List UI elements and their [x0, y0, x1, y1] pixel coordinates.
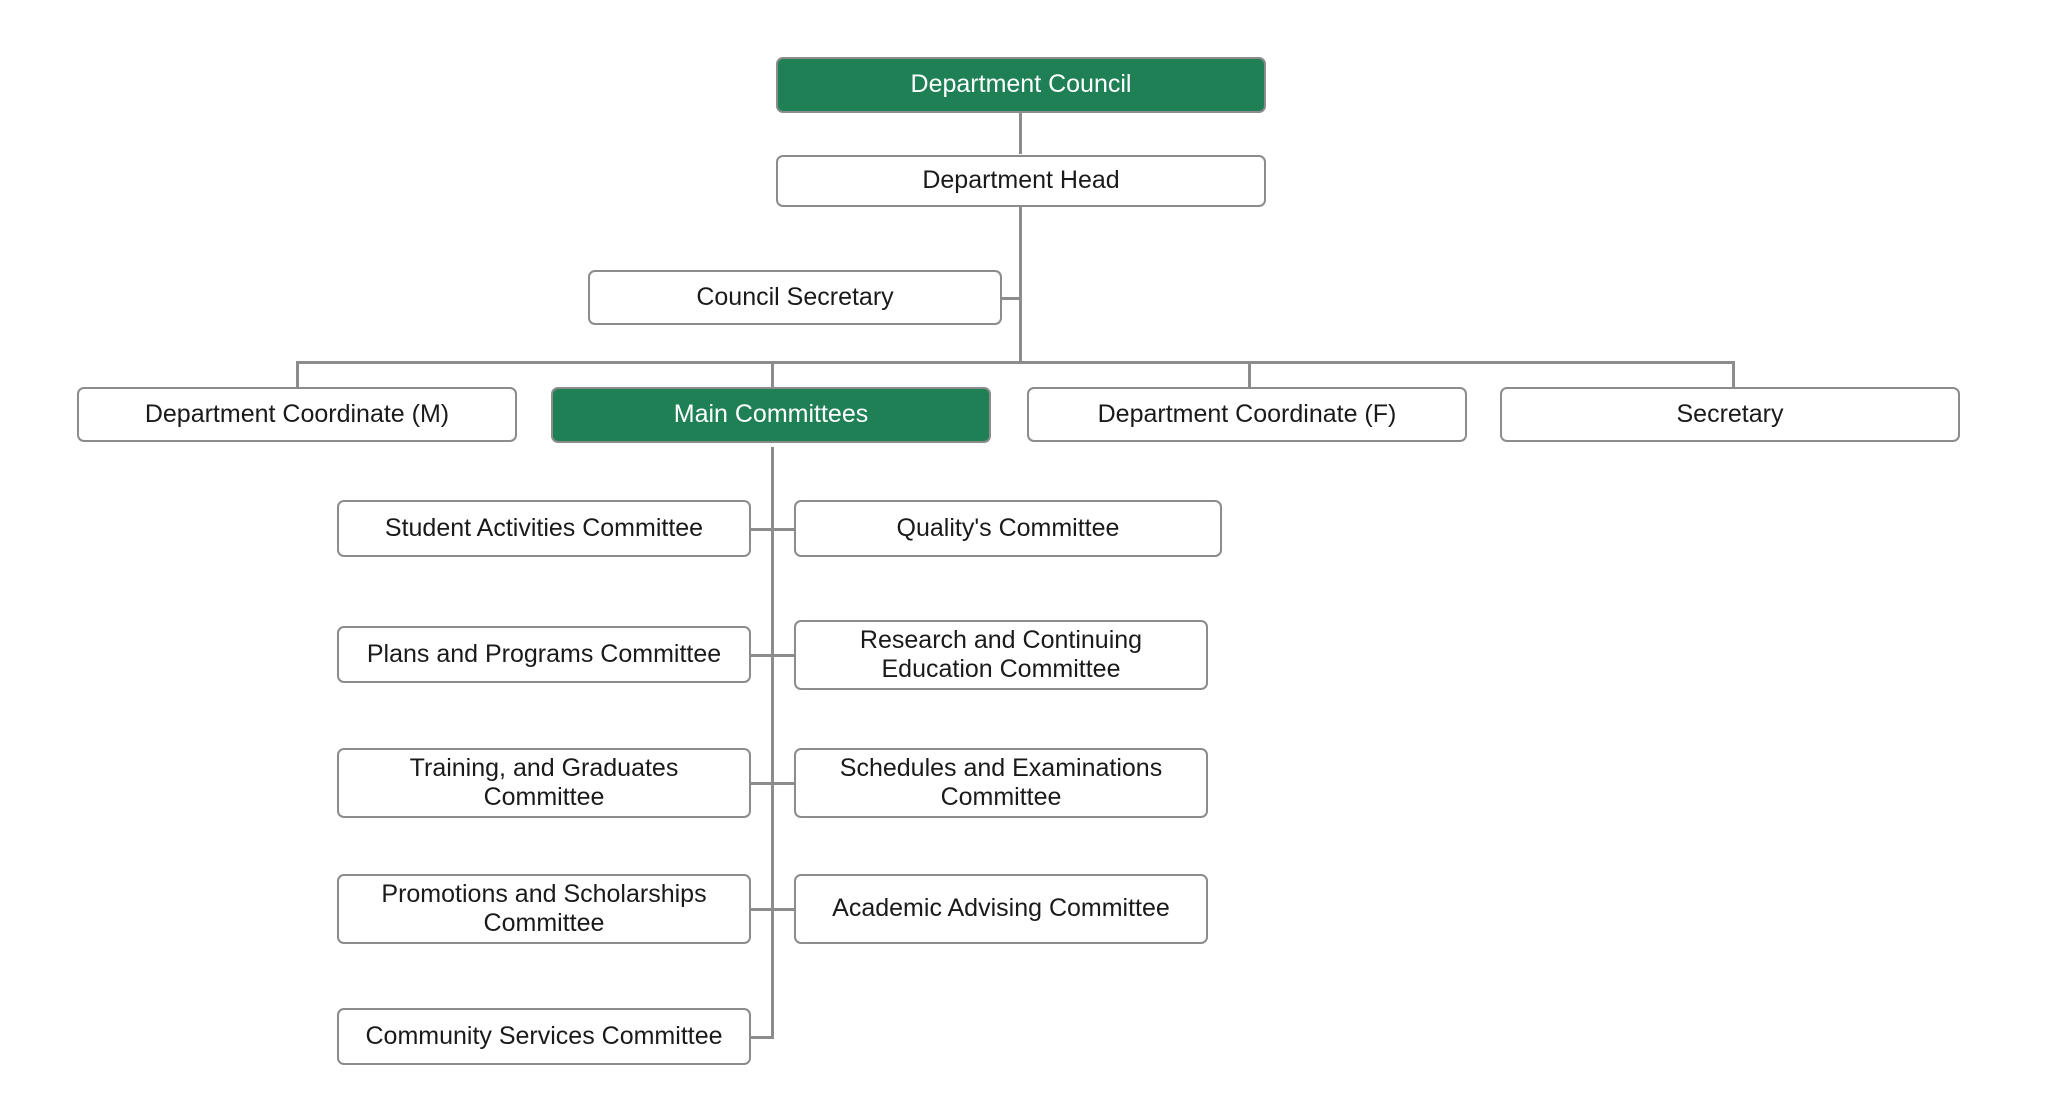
node-community-services-committee[interactable]: Community Services Committee — [337, 1008, 751, 1065]
node-department-council[interactable]: Department Council — [776, 57, 1266, 113]
connector-drop-secretary — [1732, 361, 1735, 387]
node-main-committees[interactable]: Main Committees — [551, 387, 991, 443]
node-department-coordinate-m[interactable]: Department Coordinate (M) — [77, 387, 517, 442]
connector-stub-left-row3 — [750, 782, 774, 785]
node-council-secretary[interactable]: Council Secretary — [588, 270, 1002, 325]
connector-stub-left-row1 — [750, 528, 774, 531]
node-label: Secretary — [1676, 399, 1784, 428]
connector-stub-left-row2 — [750, 654, 774, 657]
node-label: Plans and Programs Committee — [366, 639, 722, 668]
node-academic-advising-committee[interactable]: Academic Advising Committee — [794, 874, 1208, 944]
node-label: Council Secretary — [696, 282, 894, 311]
connector-stub-right-row3 — [771, 782, 795, 785]
node-label: Promotions and Scholarships Committee — [381, 879, 707, 938]
node-label: Department Coordinate (M) — [144, 399, 450, 428]
connector-secretary-stub — [1002, 297, 1022, 300]
node-label: Student Activities Committee — [384, 513, 704, 542]
node-label: Research and Continuing Education Commit… — [859, 625, 1143, 684]
node-qualitys-committee[interactable]: Quality's Committee — [794, 500, 1222, 557]
node-label: Community Services Committee — [365, 1021, 723, 1050]
node-label: Department Council — [910, 70, 1132, 99]
connector-stub-right-row4 — [771, 908, 795, 911]
node-training-and-graduates-committee[interactable]: Training, and Graduates Committee — [337, 748, 751, 818]
connector-stub-right-row1 — [771, 528, 795, 531]
node-schedules-and-examinations-committee[interactable]: Schedules and Examinations Committee — [794, 748, 1208, 818]
node-label: Main Committees — [673, 400, 869, 429]
node-research-and-continuing-education-committee[interactable]: Research and Continuing Education Commit… — [794, 620, 1208, 690]
node-secretary[interactable]: Secretary — [1500, 387, 1960, 442]
connector-drop-main-committees — [771, 361, 774, 387]
connector-head-to-distributor — [1019, 207, 1022, 363]
connector-distributor-bar — [296, 361, 1733, 364]
node-label: Academic Advising Committee — [832, 894, 1170, 923]
connector-drop-coordinate-f — [1248, 361, 1251, 387]
connector-stub-left-row5 — [750, 1036, 774, 1039]
node-label: Training, and Graduates Committee — [409, 753, 679, 812]
connector-council-to-head — [1019, 112, 1022, 154]
node-label: Department Coordinate (F) — [1097, 399, 1397, 428]
node-plans-and-programs-committee[interactable]: Plans and Programs Committee — [337, 626, 751, 683]
connector-committee-spine — [771, 447, 774, 1039]
node-department-head[interactable]: Department Head — [776, 155, 1266, 207]
connector-drop-coordinate-m — [296, 361, 299, 387]
node-promotions-and-scholarships-committee[interactable]: Promotions and Scholarships Committee — [337, 874, 751, 944]
connector-stub-left-row4 — [750, 908, 774, 911]
node-label: Quality's Committee — [896, 513, 1120, 542]
connector-stub-right-row2 — [771, 654, 795, 657]
node-student-activities-committee[interactable]: Student Activities Committee — [337, 500, 751, 557]
node-label: Schedules and Examinations Committee — [839, 753, 1163, 812]
node-label: Department Head — [922, 166, 1120, 195]
node-department-coordinate-f[interactable]: Department Coordinate (F) — [1027, 387, 1467, 442]
